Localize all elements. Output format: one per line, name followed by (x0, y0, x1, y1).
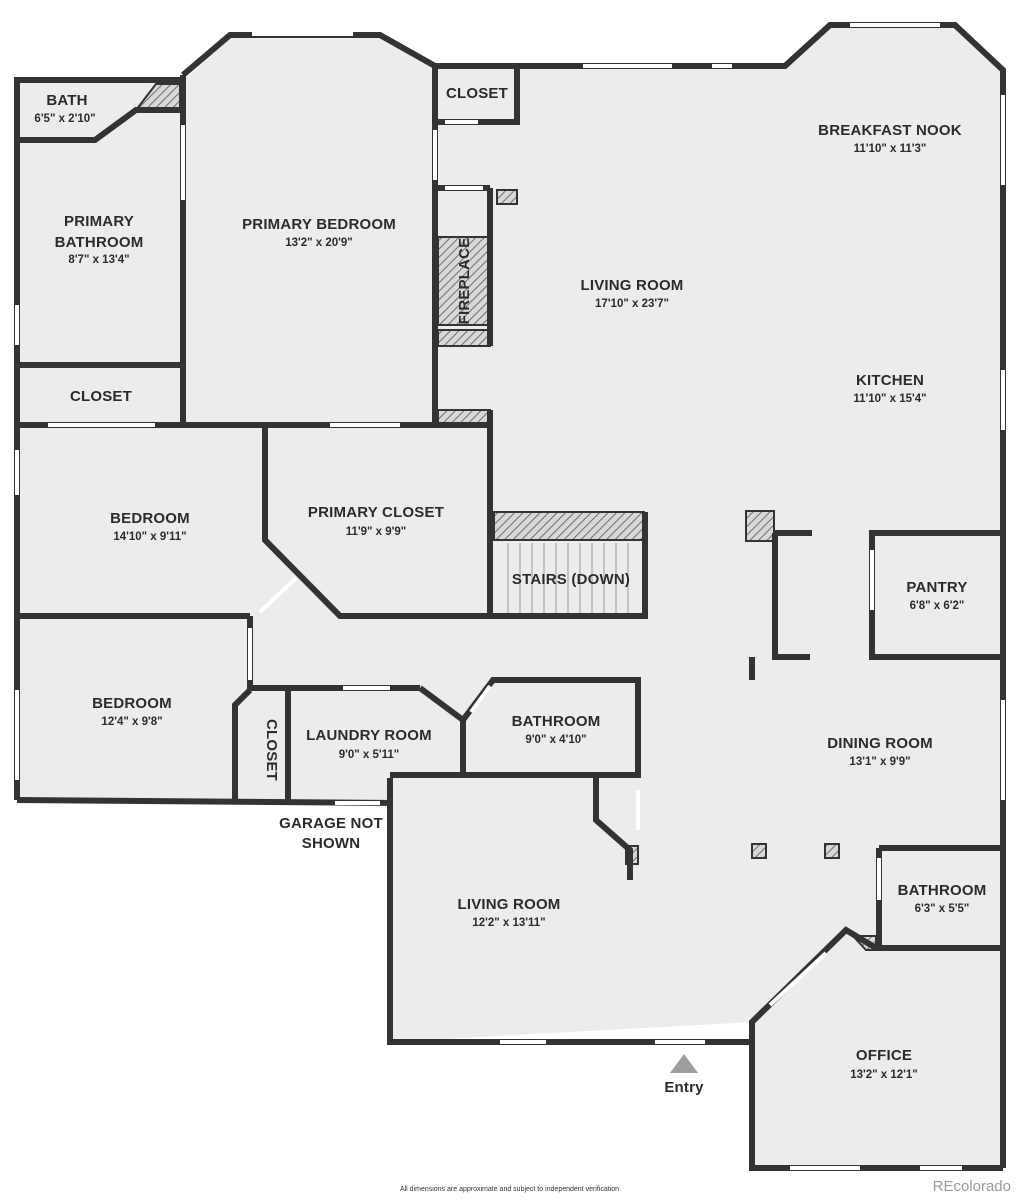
room-dim-laundry: 9'0" x 5'11" (339, 749, 400, 761)
room-name-laundry: LAUNDRY ROOM (306, 727, 432, 744)
room-dim-bathroom-right: 6'3" x 5'5" (915, 903, 970, 915)
room-dim-primary-bedroom: 13'2" x 20'9" (285, 237, 353, 249)
room-dim-breakfast-nook: 11'10" x 11'3" (854, 143, 927, 155)
room-dim-bedroom-1: 14'10" x 9'11" (113, 531, 186, 543)
room-name-primary-bathroom-2: BATHROOM (55, 234, 144, 251)
room-dim-office: 13'2" x 12'1" (850, 1069, 918, 1081)
room-name-closet-small: CLOSET (263, 719, 280, 781)
disclaimer-text: All dimensions are approximate and subje… (399, 1186, 620, 1193)
stairs-treads (507, 543, 629, 613)
room-name-living-room-2: LIVING ROOM (457, 896, 560, 913)
room-dim-dining: 13'1" x 9'9" (849, 756, 910, 768)
room-name-closet-top: CLOSET (446, 85, 508, 102)
room-name-living-room-main: LIVING ROOM (580, 277, 683, 294)
room-dim-primary-closet: 11'9" x 9'9" (346, 526, 407, 538)
room-dim-living-room-main: 17'10" x 23'7" (595, 298, 669, 310)
room-name-primary-bedroom: PRIMARY BEDROOM (242, 216, 396, 233)
room-name-stairs: STAIRS (DOWN) (512, 571, 630, 588)
entry-arrow-icon (670, 1054, 698, 1073)
room-dim-bath: 6'5" x 2'10" (34, 113, 95, 125)
room-name-fireplace: FIREPLACE (456, 238, 473, 325)
room-name-bath: BATH (46, 92, 87, 109)
room-dim-primary-bathroom: 8'7" x 13'4" (68, 254, 129, 266)
room-name-breakfast-nook: BREAKFAST NOOK (818, 122, 962, 139)
room-name-primary-closet: PRIMARY CLOSET (308, 504, 444, 521)
room-name-closet-left: CLOSET (70, 388, 132, 405)
room-name-kitchen: KITCHEN (856, 372, 924, 389)
room-name-bedroom-2: BEDROOM (92, 695, 172, 712)
garage-note-line-1: GARAGE NOT (279, 815, 383, 832)
room-name-pantry: PANTRY (906, 579, 967, 596)
garage-note-line-2: SHOWN (302, 835, 361, 852)
room-name-primary-bathroom-1: PRIMARY (64, 213, 134, 230)
room-name-dining: DINING ROOM (827, 735, 933, 752)
room-dim-living-room-2: 12'2" x 13'11" (472, 917, 545, 929)
room-dim-pantry: 6'8" x 6'2" (910, 600, 965, 612)
room-dim-bedroom-2: 12'4" x 9'8" (101, 716, 162, 728)
entry-label: Entry (664, 1079, 704, 1096)
brand-watermark: REcolorado (932, 1178, 1011, 1195)
room-name-bathroom-right: BATHROOM (898, 882, 987, 899)
room-name-bathroom-mid: BATHROOM (512, 713, 601, 730)
room-name-office: OFFICE (856, 1047, 912, 1064)
room-dim-kitchen: 11'10" x 15'4" (853, 393, 926, 405)
room-name-bedroom-1: BEDROOM (110, 510, 190, 527)
room-dim-bathroom-mid: 9'0" x 4'10" (525, 734, 586, 746)
windows (15, 23, 1005, 1170)
